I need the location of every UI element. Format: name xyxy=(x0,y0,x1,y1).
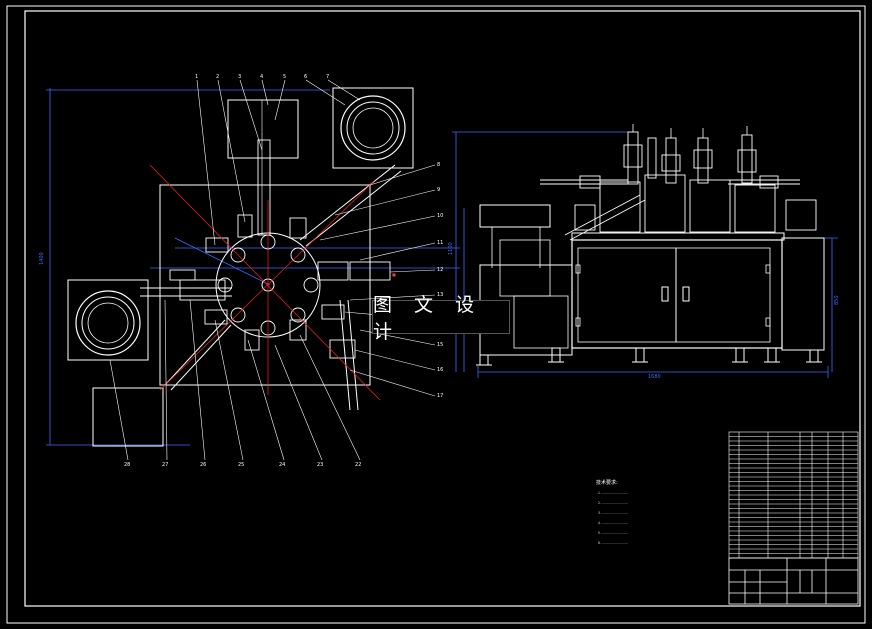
left-feeder-bowl xyxy=(75,290,141,356)
callout-5: 5 xyxy=(283,74,286,80)
callout-3: 3 xyxy=(238,74,241,80)
callout-15: 15 xyxy=(437,342,443,348)
notes-line-1: 1. .......................... xyxy=(598,491,628,495)
front-width-dimension: 1680 xyxy=(648,374,661,380)
callout-7: 7 xyxy=(326,74,329,80)
bottom-hopper xyxy=(92,387,164,447)
top-right-feeder-bowl-frame xyxy=(332,87,414,169)
callout-10: 10 xyxy=(437,213,443,219)
callout-4: 4 xyxy=(260,74,263,80)
callout-24: 24 xyxy=(279,462,285,468)
notes-line-4: 4. .......................... xyxy=(598,521,628,525)
main-cabinet xyxy=(571,239,783,349)
callout-23: 23 xyxy=(317,462,323,468)
watermark-label: 图 文 设 计 xyxy=(372,294,510,343)
technical-notes: 技术要求: 1. .......................... 2. .… xyxy=(596,479,628,545)
left-feeder-box xyxy=(479,204,551,228)
callout-25: 25 xyxy=(238,462,244,468)
callout-13: 13 xyxy=(437,292,443,298)
top-right-feeder-bowl xyxy=(340,95,406,161)
plan-view: 1400 xyxy=(39,74,460,468)
callout-6: 6 xyxy=(304,74,307,80)
inner-border xyxy=(24,10,861,607)
callout-22: 22 xyxy=(355,462,361,468)
callout-12: 12 xyxy=(437,267,443,273)
outer-border xyxy=(6,5,866,624)
plan-height-dimension: 1400 xyxy=(39,252,45,265)
notes-line-5: 5. .......................... xyxy=(598,531,628,535)
callout-1: 1 xyxy=(195,74,198,80)
base-plate xyxy=(159,184,371,386)
top-deck xyxy=(571,232,785,241)
cabinet-handle-left xyxy=(661,286,669,302)
left-feeder-bowl-frame xyxy=(67,279,149,361)
front-height-dimension: 1100 xyxy=(448,242,454,255)
notes-line-2: 2. .......................... xyxy=(598,501,628,505)
callout-27: 27 xyxy=(162,462,168,468)
callout-26: 26 xyxy=(200,462,206,468)
right-height-dimension: 850 xyxy=(834,295,840,305)
title-block xyxy=(728,557,859,605)
callout-16: 16 xyxy=(437,367,443,373)
notes-line-3: 3. .......................... xyxy=(598,511,628,515)
parts-list-table xyxy=(728,431,859,559)
callout-11: 11 xyxy=(437,240,443,246)
callout-8: 8 xyxy=(437,162,440,168)
callout-2: 2 xyxy=(216,74,219,80)
notes-heading: 技术要求: xyxy=(596,479,618,486)
right-frame xyxy=(781,237,825,351)
notes-line-6: 6. .......................... xyxy=(598,541,628,545)
callout-17: 17 xyxy=(437,393,443,399)
callout-28: 28 xyxy=(124,462,130,468)
cabinet-handle-right xyxy=(682,286,690,302)
top-hopper xyxy=(227,99,299,159)
callout-9: 9 xyxy=(437,187,440,193)
svg-text:■: ■ xyxy=(392,272,396,277)
